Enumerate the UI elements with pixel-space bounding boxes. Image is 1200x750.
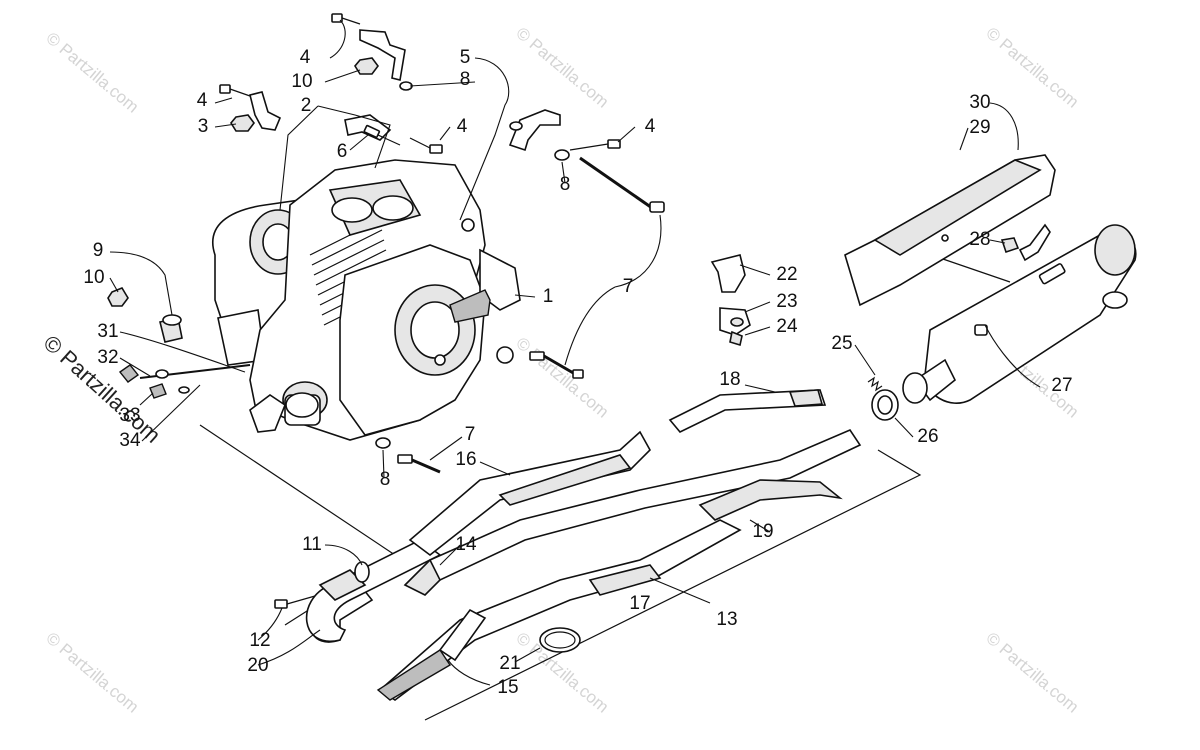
callout-22: 22 xyxy=(776,264,797,285)
watermark: © Partzilla.com xyxy=(42,629,142,717)
callout-10: 10 xyxy=(291,71,312,92)
callout-29: 29 xyxy=(969,117,990,138)
callout-14: 14 xyxy=(455,534,477,555)
callout-11: 11 xyxy=(302,534,322,555)
callout-8: 8 xyxy=(460,69,471,90)
callout-21: 21 xyxy=(499,653,520,674)
callout-17: 17 xyxy=(629,593,650,614)
callout-27: 27 xyxy=(1051,375,1072,396)
callout-10: 10 xyxy=(83,267,104,288)
watermark: © Partzilla.com xyxy=(982,24,1082,112)
callout-4: 4 xyxy=(197,90,208,111)
callout-7: 7 xyxy=(623,276,634,297)
callout-2: 2 xyxy=(301,95,312,116)
callout-18: 18 xyxy=(719,369,740,390)
callout-24: 24 xyxy=(776,316,798,337)
callout-31: 31 xyxy=(97,321,118,342)
callout-3: 3 xyxy=(198,116,209,137)
callout-15: 15 xyxy=(497,677,518,698)
callout-25: 25 xyxy=(831,333,852,354)
callout-9: 9 xyxy=(93,240,104,261)
callout-12: 12 xyxy=(249,630,270,651)
callout-6: 6 xyxy=(337,141,348,162)
watermark: © Partzilla.com xyxy=(982,629,1082,717)
callout-23: 23 xyxy=(776,291,797,312)
engine-mount-hardware xyxy=(219,13,665,474)
callout-1: 1 xyxy=(543,286,554,307)
callout-13: 13 xyxy=(716,609,737,630)
watermark: © Partzilla.com xyxy=(42,29,142,117)
callout-labels: 1 2 3 4 4 4 4 5 6 7 7 8 8 8 9 10 10 11 1… xyxy=(83,47,1072,698)
leader-lines xyxy=(109,19,1041,686)
left-side-parts xyxy=(107,287,251,399)
callout-19: 19 xyxy=(752,521,773,542)
callout-30: 30 xyxy=(969,92,990,113)
callout-16: 16 xyxy=(455,449,476,470)
exhaust-group-outline xyxy=(424,449,922,721)
watermark: © Partzilla.com xyxy=(512,334,612,422)
exhaust-system xyxy=(274,376,899,701)
callout-4: 4 xyxy=(457,116,468,137)
callout-5: 5 xyxy=(460,47,471,68)
callout-8: 8 xyxy=(380,469,391,490)
callout-32: 32 xyxy=(97,347,118,368)
watermark: © Partzilla.com xyxy=(512,24,612,112)
muffler-assembly xyxy=(710,154,1137,404)
callout-4: 4 xyxy=(300,47,311,68)
callout-26: 26 xyxy=(917,426,938,447)
callout-8: 8 xyxy=(560,174,571,195)
callout-7: 7 xyxy=(465,424,476,445)
muffler-group-outline xyxy=(939,257,1011,283)
callout-34: 34 xyxy=(119,430,141,451)
callout-20: 20 xyxy=(247,655,268,676)
callout-4: 4 xyxy=(645,116,656,137)
engine-assembly xyxy=(212,159,521,441)
callout-28: 28 xyxy=(969,229,990,250)
callout-33: 33 xyxy=(119,405,140,426)
